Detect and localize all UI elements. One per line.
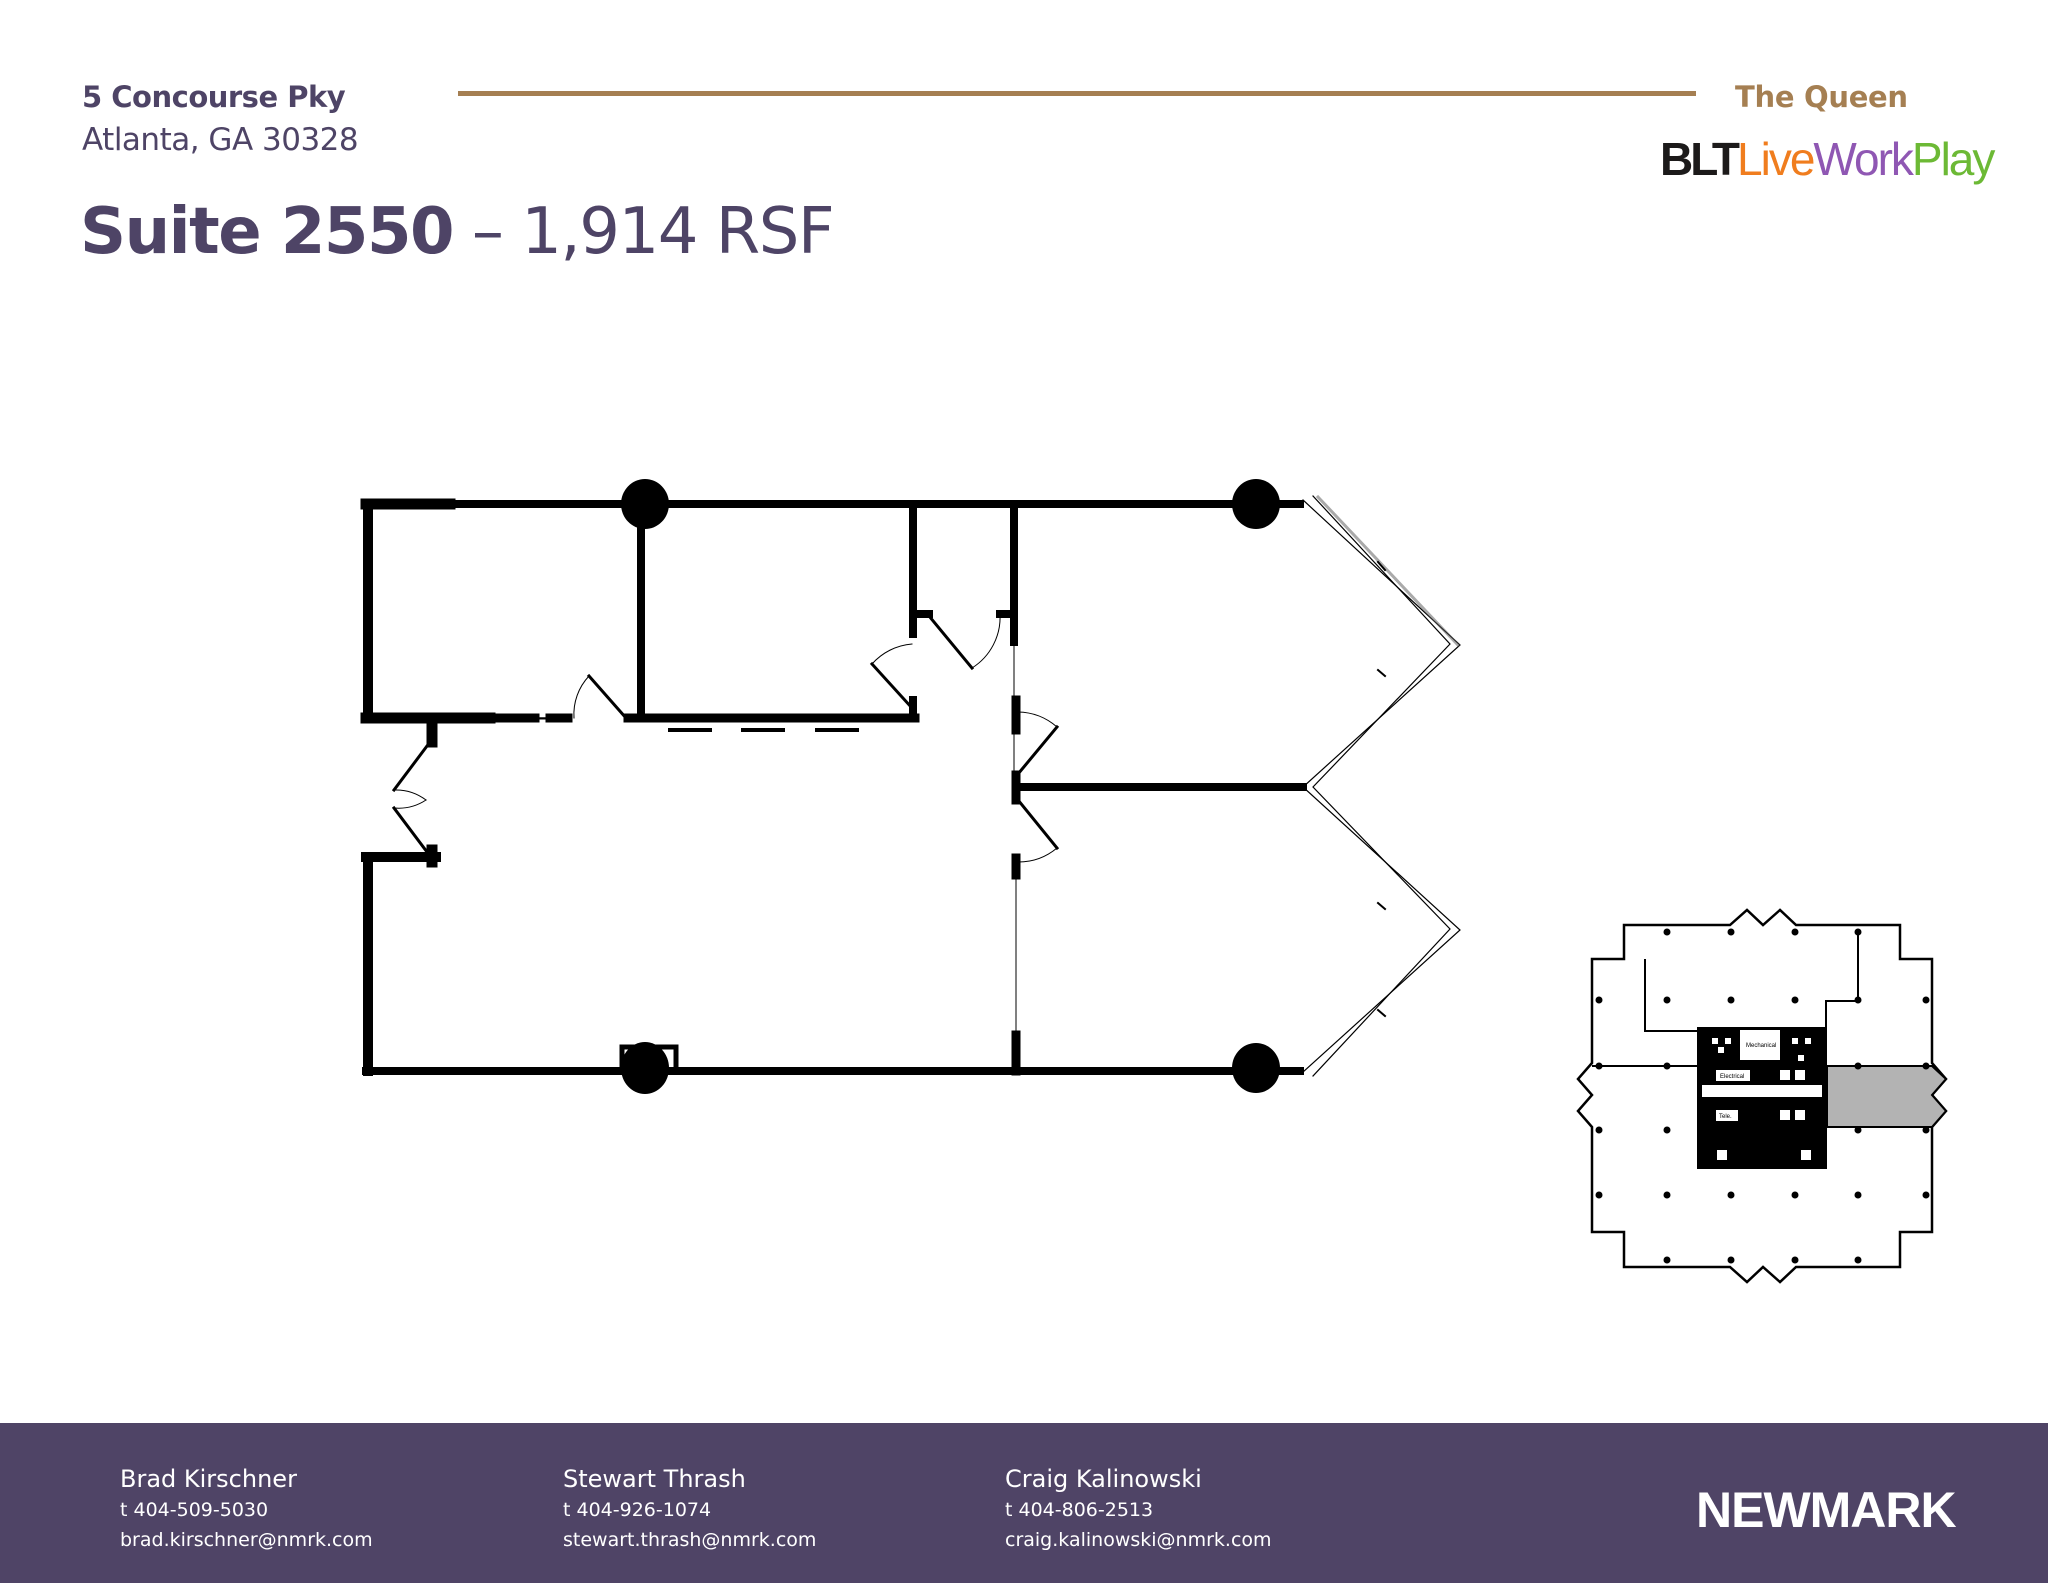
logo-live: Live [1737,133,1815,185]
contact-name: Craig Kalinowski [1005,1465,1202,1493]
contact-card: Brad Kirschner t 404-509-5030 brad.kirsc… [120,1463,373,1555]
contact-email[interactable]: brad.kirschner@nmrk.com [120,1529,373,1551]
contact-card: Stewart Thrash t 404-926-1074 stewart.th… [563,1463,816,1555]
header-divider [458,91,1696,96]
key-plan-label-electrical: Electrical [1720,1074,1744,1080]
suite-label: Suite 2550 [80,195,455,269]
blt-live-work-play-logo: BLTLiveWorkPlay [1660,132,1995,186]
structural-columns [621,479,1280,1094]
contact-phone[interactable]: t 404-806-2513 [1005,1499,1154,1521]
building-name: The Queen [1735,80,1908,114]
title-separator: – [453,195,522,269]
footer: Brad Kirschner t 404-509-5030 brad.kirsc… [0,1423,2048,1583]
contact-name: Stewart Thrash [563,1465,746,1493]
logo-play: Play [1911,133,1995,185]
key-plan [1576,908,1948,1284]
address-line-1: 5 Concourse Pky [82,80,346,114]
key-plan-columns [1595,928,1930,1264]
key-plan-label-tele: Tele. [1719,1114,1732,1120]
newmark-logo: NEWMARK [1696,1482,1957,1538]
address-line-2: Atlanta, GA 30328 [82,122,359,158]
contact-name: Brad Kirschner [120,1465,297,1493]
logo-work: Work [1813,133,1913,185]
floor-plan: Mechanical Electrical Tele. [360,479,1948,1284]
suite-floor-plan [360,494,1461,1077]
contact-email[interactable]: craig.kalinowski@nmrk.com [1005,1529,1272,1551]
suite-area: 1,914 RSF [521,195,834,269]
contact-card: Craig Kalinowski t 404-806-2513 craig.ka… [1005,1463,1272,1555]
logo-blt: BLT [1660,133,1740,185]
page-title: Suite 2550 – 1,914 RSF [80,195,835,269]
contact-phone[interactable]: t 404-926-1074 [563,1499,712,1521]
key-plan-label-mechanical: Mechanical [1746,1043,1776,1049]
contact-phone[interactable]: t 404-509-5030 [120,1499,269,1521]
contact-email[interactable]: stewart.thrash@nmrk.com [563,1529,817,1551]
